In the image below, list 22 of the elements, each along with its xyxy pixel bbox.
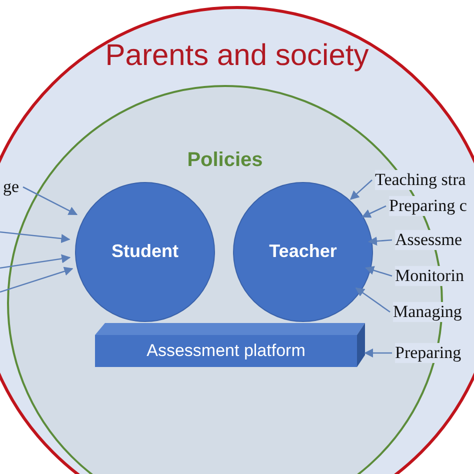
factor-label: Preparing [395, 343, 462, 363]
factor-label: Assessme [395, 230, 462, 250]
arrow [368, 236, 392, 246]
arrow [0, 254, 71, 269]
circle-label: Teacher [269, 241, 337, 262]
arrow [350, 180, 372, 200]
arrow [362, 205, 386, 218]
factor-label: Managing [393, 302, 462, 322]
circle-label: Policies [187, 149, 263, 172]
factor-label: Preparing c [389, 196, 467, 216]
arrow [364, 266, 392, 277]
factor-label: Teaching stra [375, 170, 466, 190]
arrow [22, 186, 78, 216]
factor-label: Monitorin [395, 266, 464, 286]
circle-label: Student [112, 241, 178, 262]
arrow [0, 266, 74, 293]
outer-circle [0, 6, 474, 474]
arrow [355, 287, 390, 313]
circle-label: Parents and society [105, 39, 369, 73]
arrow [0, 231, 70, 244]
bar-label: Assessment platform [146, 341, 306, 361]
arrow [364, 348, 392, 358]
